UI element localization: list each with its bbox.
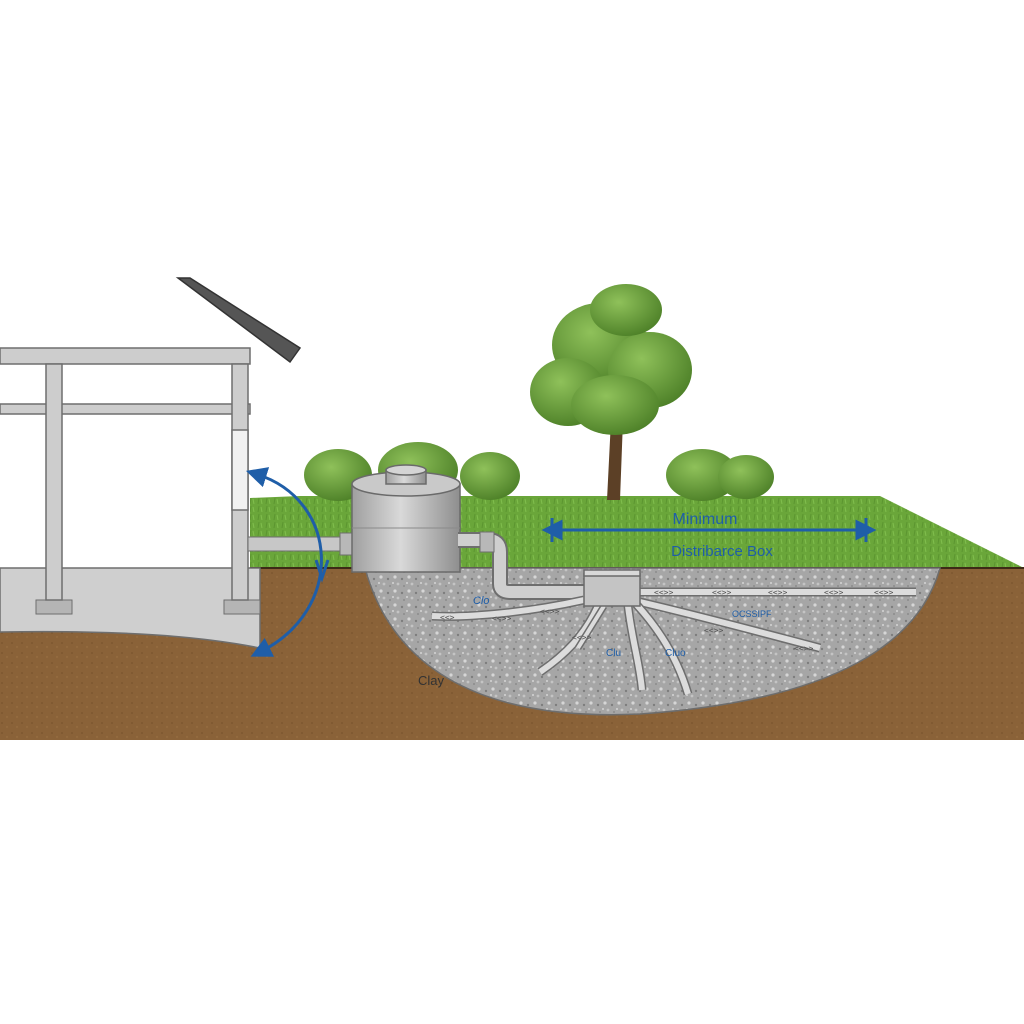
outlet-pipe-coupling xyxy=(479,531,495,553)
clearance-arc xyxy=(245,467,323,657)
pipe-marks: <<> <<>> <<>> <<>> <<>> <<>> <<>> <<>> <… xyxy=(440,588,893,653)
pipe-label-center-a: Clu xyxy=(606,648,621,659)
distribution-box-icon xyxy=(583,569,641,607)
pipe-label-left: Clo xyxy=(473,595,490,607)
minimum-dimension xyxy=(541,518,877,542)
distribution-laterals xyxy=(431,587,916,696)
pipe-mark-left-1: <<>> xyxy=(492,614,511,623)
clearance-arc-arrow-mid xyxy=(314,559,330,583)
footing-left xyxy=(35,599,73,615)
septic-tank-icon xyxy=(351,464,461,573)
tree-icon xyxy=(530,284,692,500)
pipe-mark-right-1: <<>> xyxy=(794,644,813,653)
pipe-label-center-b: Cluo xyxy=(665,648,686,659)
inlet-pipe-coupling xyxy=(339,532,353,556)
footing-right xyxy=(223,599,261,615)
pipe-mark-left-0: <<> xyxy=(440,613,455,622)
pipe-mark-main-3: <<>> xyxy=(824,588,843,597)
pipe-mark-right-0: <<>> xyxy=(704,626,723,635)
pipe-mark-main-2: <<>> xyxy=(768,588,787,597)
pipe-mark-left-2: <<>> xyxy=(540,607,559,616)
pipe-mark-main-0: <<>> xyxy=(654,588,673,597)
pipe-label-right: OCSSIPF xyxy=(732,609,772,619)
gravel-drain-field xyxy=(364,567,941,716)
pipe-mark-main-4: <<>> xyxy=(874,588,893,597)
house-frame-icon xyxy=(0,277,302,601)
clay-label: Clay xyxy=(418,673,445,688)
pipe-mark-main-1: <<>> xyxy=(712,588,731,597)
minimum-label: Minimum xyxy=(673,511,738,528)
distribution-box-label: Distribarce Box xyxy=(671,543,773,560)
pipe-mark-drop-0: <<>> xyxy=(572,633,591,642)
